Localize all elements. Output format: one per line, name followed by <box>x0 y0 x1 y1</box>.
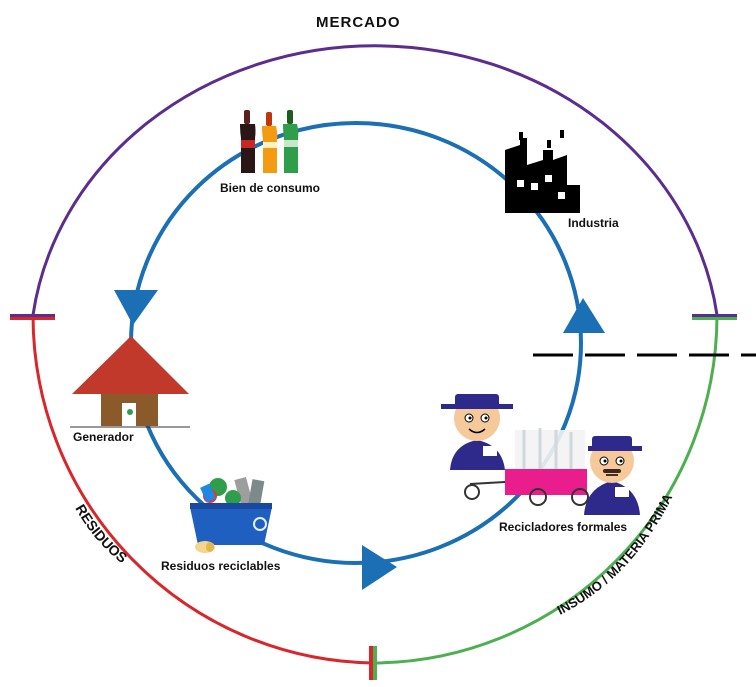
waste-arc <box>31 314 374 665</box>
flow-arrow-left <box>114 290 158 325</box>
market-ring-label: MERCADO <box>316 14 401 31</box>
flow-arrow-right <box>563 298 605 333</box>
generator-label: Generador <box>73 430 134 444</box>
industry-label: Industria <box>568 216 619 230</box>
consumer-good-label: Bien de consumo <box>220 181 321 195</box>
house-icon <box>70 336 190 428</box>
recyclables-label: Residuos reciclables <box>161 559 281 573</box>
input-arc <box>372 314 719 665</box>
formal-recyclers-label: Recicladores formales <box>499 520 628 534</box>
separator-bottom <box>369 646 377 680</box>
separator-left <box>10 314 55 320</box>
flow-arrow-bottom <box>362 545 397 590</box>
cart-icon <box>464 428 589 506</box>
recycling-bin-icon <box>190 476 272 553</box>
factory-icon <box>505 130 580 213</box>
recyclers-icon <box>441 394 642 515</box>
bottles-icon <box>240 110 299 173</box>
waste-ring-label: RESIDUOS <box>72 501 130 565</box>
market-arc <box>31 44 719 316</box>
separator-right <box>692 314 737 320</box>
